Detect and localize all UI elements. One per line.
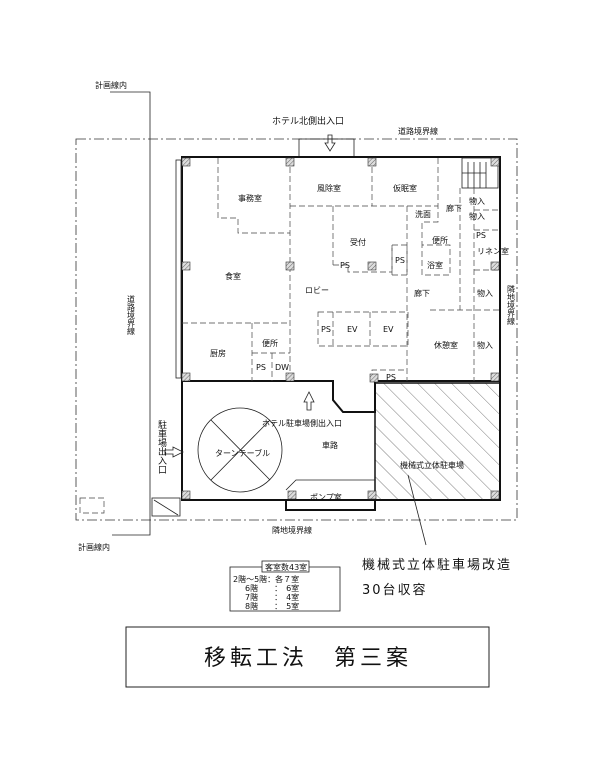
room-nap: 仮眠室 [393, 183, 417, 193]
room-ps-6: PS [386, 373, 396, 382]
mech-parking-label: 機械式立体駐車場 [400, 460, 464, 470]
road-boundary-label-left: 道路境界線 [127, 294, 136, 335]
turntable-label: ターンテーブル [215, 448, 270, 458]
gate-diagonal [153, 499, 179, 516]
plan-line [110, 91, 151, 536]
room-storage-2: 物入 [469, 211, 485, 221]
room-ps-1: PS [476, 231, 486, 240]
page-title: 移転工法 第三案 [204, 646, 412, 671]
room-toilet-1: 便所 [432, 235, 448, 245]
legend-row: 8階 ： 5室 [245, 601, 299, 611]
room-corridor-2: 廊下 [414, 288, 430, 298]
pump-room [285, 500, 376, 511]
title-box [125, 626, 490, 688]
turntable [197, 407, 283, 493]
parking-side-entrance-label: ホテル駐車場側出入口 [262, 418, 342, 428]
room-ps-3: PS [395, 256, 405, 265]
columns [181, 157, 500, 500]
room-corridor-1: 廊下 [446, 203, 462, 213]
plan-line-label-bottom: 計画線内 [78, 542, 110, 552]
legend-title-box [261, 560, 310, 573]
driveway-label: 車路 [322, 440, 338, 450]
room-ps-4: PS [321, 325, 331, 334]
room-windbreak: 風除室 [317, 183, 341, 193]
room-storage-4: 物入 [477, 340, 493, 350]
room-labels: 事務室 風除室 仮眠室 廊下 物入 物入 洗面 便所 PS リネン室 受付 PS… [210, 183, 509, 382]
building-side-wall [175, 159, 182, 379]
annotation-leader [407, 474, 427, 546]
room-ev-2: EV [383, 325, 394, 334]
adjacent-boundary-label-right: 隣地境界線 [507, 284, 516, 325]
parking-side-arrow [303, 391, 315, 411]
room-ps-5: PS [256, 363, 266, 372]
room-reception: 受付 [350, 237, 366, 247]
turntable-cross-b [210, 419, 271, 481]
site-boundary [75, 138, 518, 521]
north-entrance-arrow [324, 134, 336, 152]
pump-room-label: ポンプ室 [310, 492, 342, 502]
room-storage-3: 物入 [477, 288, 493, 298]
adjacent-boundary-label-bottom: 隣地境界線 [272, 525, 312, 535]
room-bath: 浴室 [427, 260, 443, 270]
gate-box-right [151, 497, 181, 517]
room-ps-2: PS [340, 261, 350, 270]
legend-row: 6階 ： 6室 [245, 583, 299, 593]
road-boundary-label-top: 道路境界線 [398, 126, 438, 136]
north-canopy [298, 138, 355, 158]
room-kitchen: 厨房 [210, 348, 226, 358]
annotation-line-1: 機械式立体駐車場改造 [362, 558, 512, 573]
building-outline [181, 156, 501, 501]
room-linen: リネン室 [477, 246, 509, 256]
parking-entrance-label: 駐車場出入口 [156, 419, 167, 474]
legend-row: 2階～5階：各７室 [233, 574, 299, 584]
room-office: 事務室 [238, 193, 262, 203]
room-dining: 食室 [225, 271, 241, 281]
room-ev-1: EV [347, 325, 358, 334]
stairs-treads [462, 162, 487, 188]
legend-title: 客室数43室 [265, 562, 307, 572]
room-storage-1: 物入 [469, 196, 485, 206]
room-dw: DW [275, 363, 289, 372]
north-entrance-label: ホテル北側出入口 [272, 115, 344, 127]
gate-box-left [79, 497, 105, 514]
plan-line-label-top: 計画線内 [95, 80, 127, 90]
pump-room-upper [285, 479, 375, 491]
annotation-line-2: 30台収容 [362, 582, 428, 598]
room-lobby: ロビー [305, 286, 329, 295]
parking-entry-arrow [164, 446, 184, 458]
legend-row: 7階 ： 4室 [245, 592, 299, 602]
room-toilet-2: 便所 [262, 338, 278, 348]
room-rest: 休憩室 [434, 340, 458, 350]
mech-parking-area [374, 382, 501, 501]
room-washroom: 洗面 [415, 209, 431, 219]
